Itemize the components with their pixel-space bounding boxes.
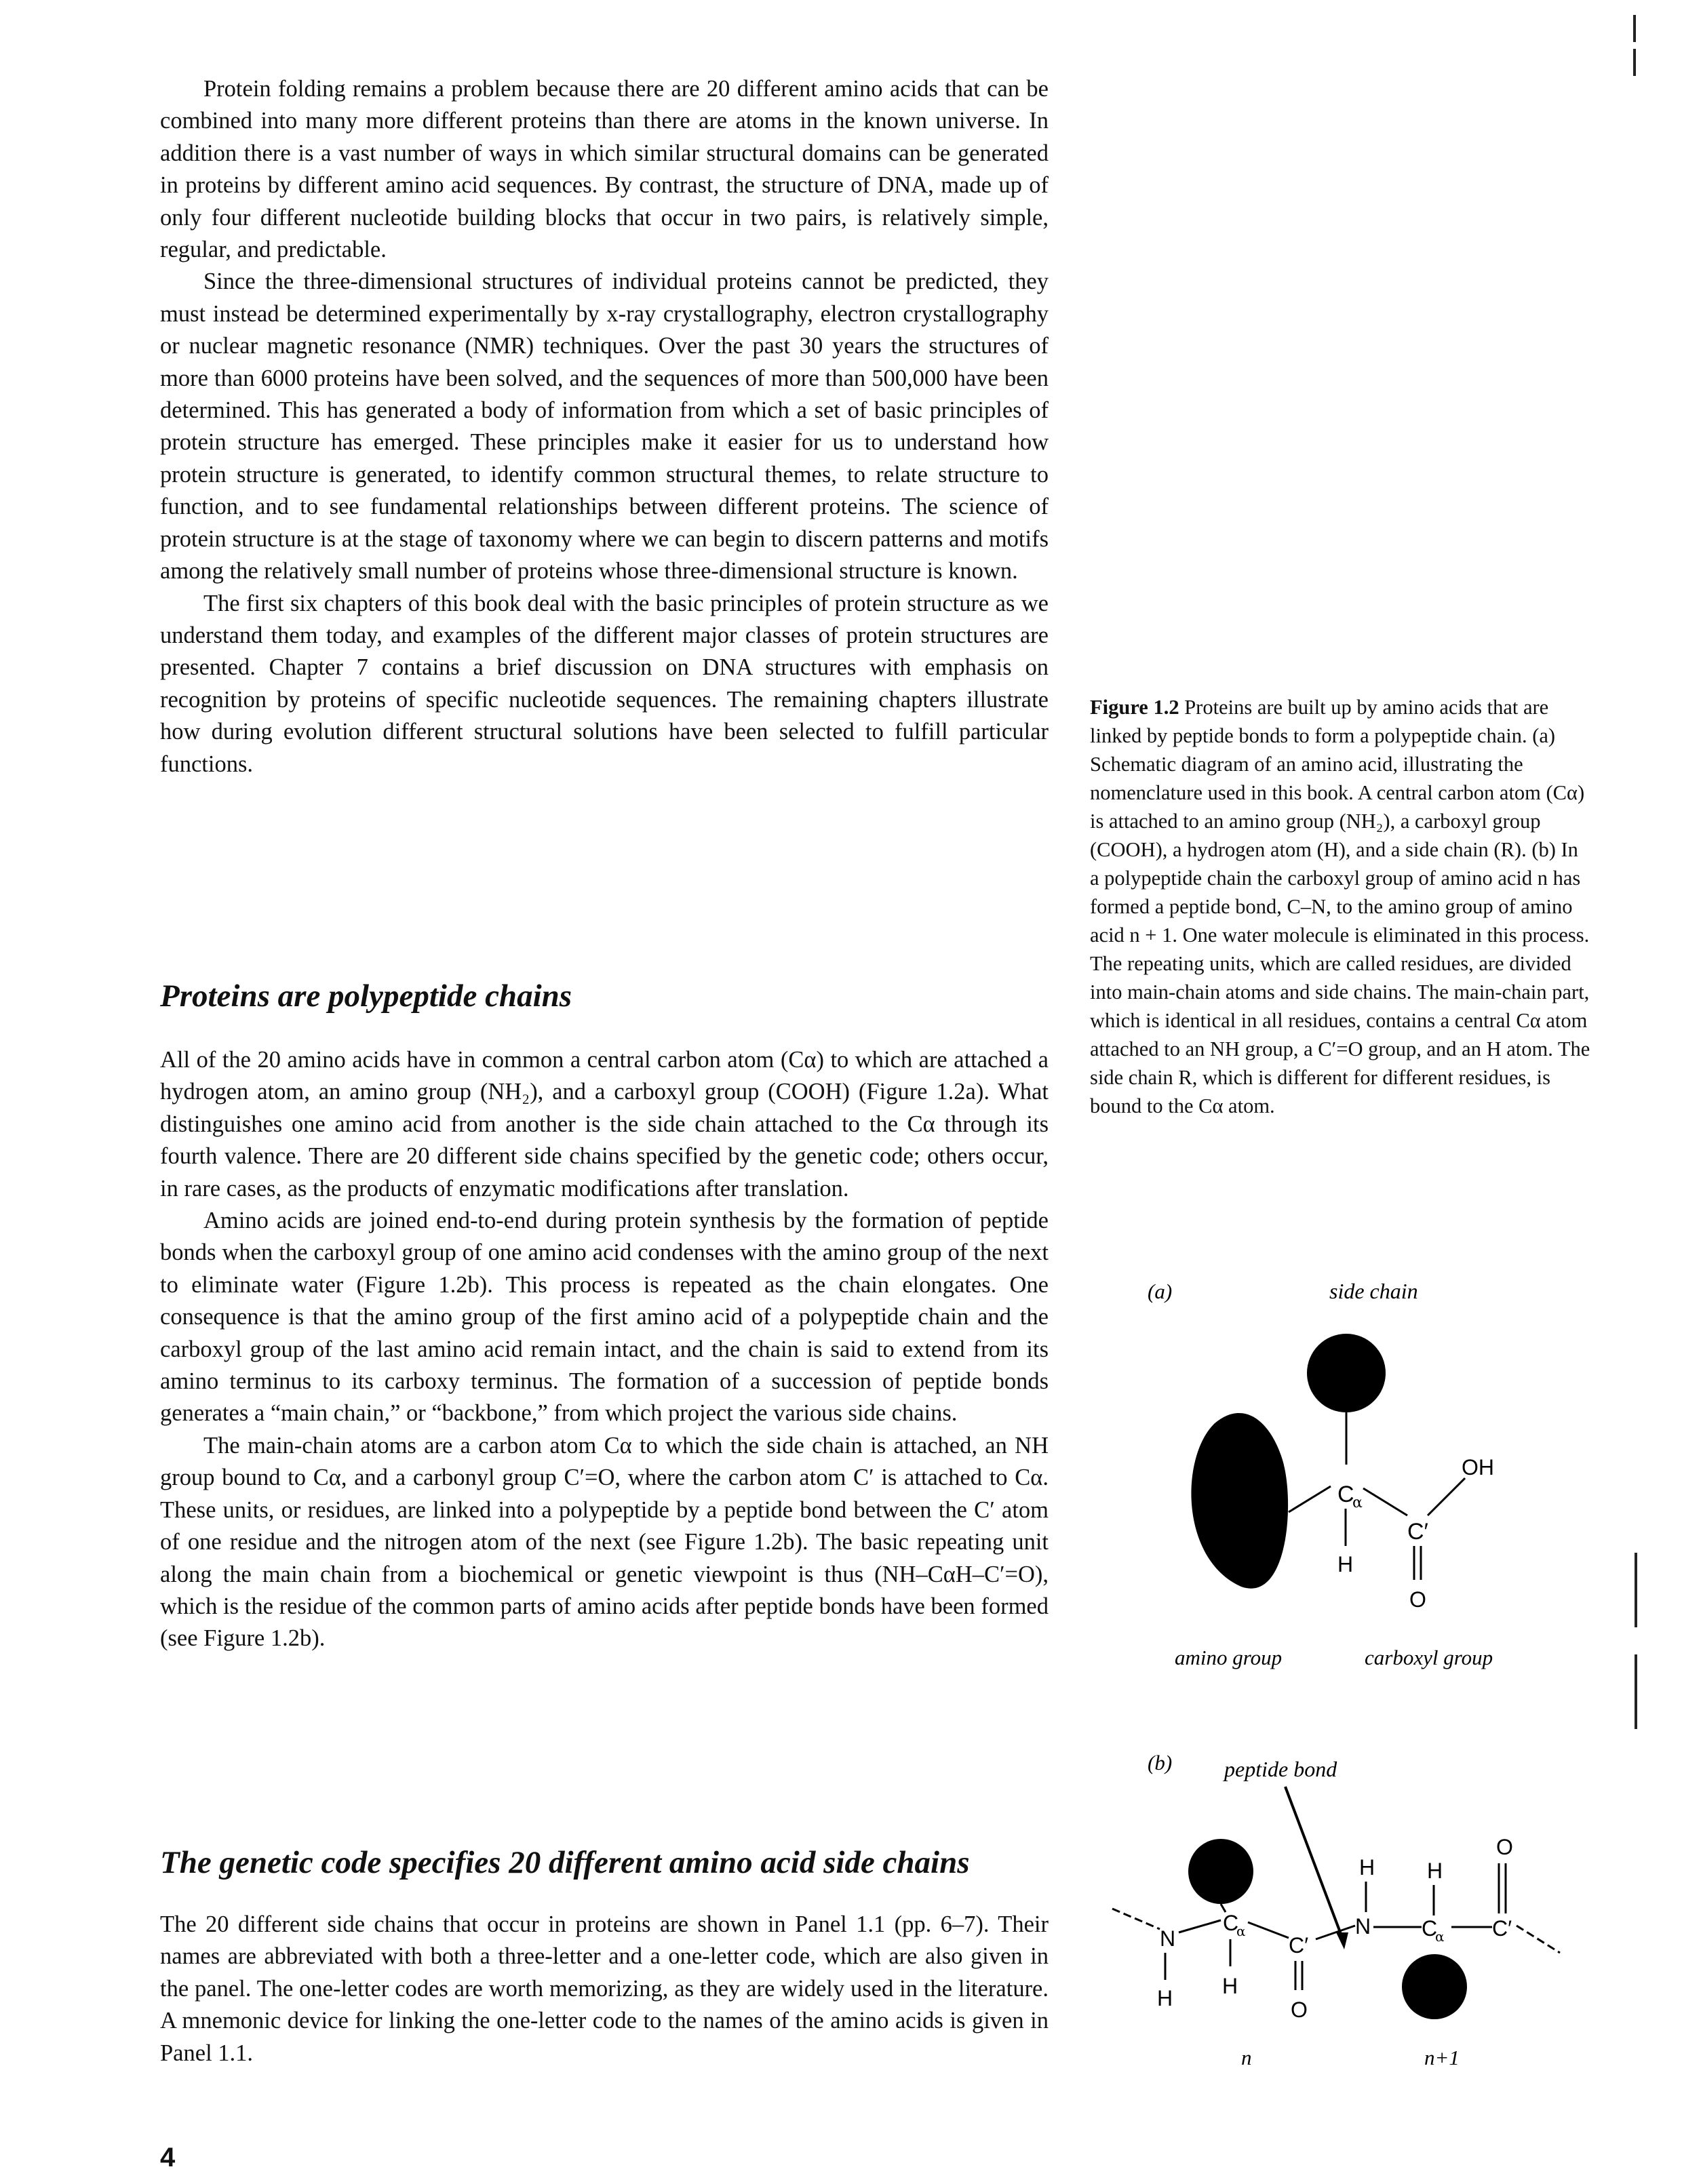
h-atom: H — [1222, 1974, 1238, 1998]
panel-a-label: (a) — [1148, 1279, 1172, 1303]
n-atom: N — [1160, 1926, 1175, 1951]
side-chain-label: side chain — [1329, 1279, 1418, 1303]
margin-mark — [1635, 1553, 1637, 1627]
figure-label: Figure 1.2 — [1090, 696, 1179, 719]
c-prime-atom: C′ — [1492, 1916, 1512, 1941]
n-atom: N — [1355, 1914, 1371, 1939]
carboxyl-group-label: carboxyl group — [1365, 1646, 1493, 1669]
bond-line — [1426, 1477, 1466, 1517]
residue-n-label: n — [1241, 2046, 1252, 2069]
main-text-column-2: All of the 20 amino acids have in common… — [160, 1044, 1049, 1655]
h-atom: H — [1337, 1552, 1353, 1576]
margin-mark — [1635, 1654, 1637, 1729]
paragraph: Since the three-dimensional structures o… — [160, 269, 1049, 584]
section-heading: The genetic code specifies 20 different … — [160, 1845, 970, 1880]
amino-group-blob — [1191, 1413, 1289, 1589]
figure-caption: Figure 1.2 Proteins are built up by amin… — [1090, 693, 1592, 1120]
section-heading: Proteins are polypeptide chains — [160, 978, 572, 1014]
main-text-column: Protein folding remains a problem becaus… — [160, 73, 1049, 780]
peptide-bond-pointer — [1284, 1786, 1343, 1937]
c-prime-atom: C′ — [1407, 1519, 1428, 1545]
h-atom: H — [1427, 1859, 1443, 1883]
oh-label: OH — [1462, 1455, 1494, 1480]
amino-group-label: amino group — [1175, 1646, 1282, 1669]
h-atom: H — [1157, 1986, 1173, 2010]
paragraph: All of the 20 amino acids have in common… — [160, 1047, 1049, 1202]
alpha-subscript: α — [1352, 1494, 1363, 1511]
h-atom: H — [1359, 1855, 1375, 1880]
o-atom: O — [1496, 1835, 1513, 1859]
caption-text: Proteins are built up by amino acids tha… — [1090, 696, 1590, 1117]
figure-1-2-diagram: (a) side chain C α C′ OH H O amino group… — [1085, 1241, 1628, 2082]
main-text-column-3: The 20 different side chains that occur … — [160, 1909, 1049, 2069]
arrow-head-icon — [1336, 1932, 1348, 1949]
margin-mark — [1633, 15, 1636, 42]
margin-mark — [1633, 49, 1636, 76]
side-chain-atom-n — [1188, 1839, 1253, 1904]
paragraph: Amino acids are joined end-to-end during… — [160, 1208, 1049, 1427]
alpha-subscript: α — [1435, 1928, 1445, 1945]
bond-line — [1363, 1487, 1408, 1517]
paragraph: The first six chapters of this book deal… — [160, 590, 1049, 777]
o-atom: O — [1291, 1998, 1308, 2022]
side-chain-atom — [1307, 1334, 1386, 1412]
paragraph: The main-chain atoms are a carbon atom C… — [160, 1432, 1049, 1652]
c-alpha-atom: C — [1223, 1911, 1238, 1935]
paragraph: The 20 different side chains that occur … — [160, 1911, 1049, 2066]
c-alpha-atom: C — [1422, 1916, 1437, 1941]
paragraph: Protein folding remains a problem becaus… — [160, 76, 1049, 263]
side-chain-atom-n1 — [1402, 1954, 1467, 2019]
panel-b-label: (b) — [1148, 1751, 1172, 1774]
residue-n1-label: n+1 — [1424, 2046, 1460, 2069]
c-prime-atom: C′ — [1289, 1933, 1308, 1958]
c-alpha-atom: C — [1337, 1482, 1354, 1507]
o-atom: O — [1409, 1587, 1426, 1612]
amino-acid-diagram: (a) side chain C α C′ OH H O amino group… — [1112, 1279, 1561, 2069]
alpha-subscript: α — [1236, 1923, 1246, 1939]
page-number: 4 — [160, 2143, 176, 2172]
bond-line — [1288, 1485, 1331, 1513]
peptide-bond-label: peptide bond — [1223, 1757, 1337, 1781]
